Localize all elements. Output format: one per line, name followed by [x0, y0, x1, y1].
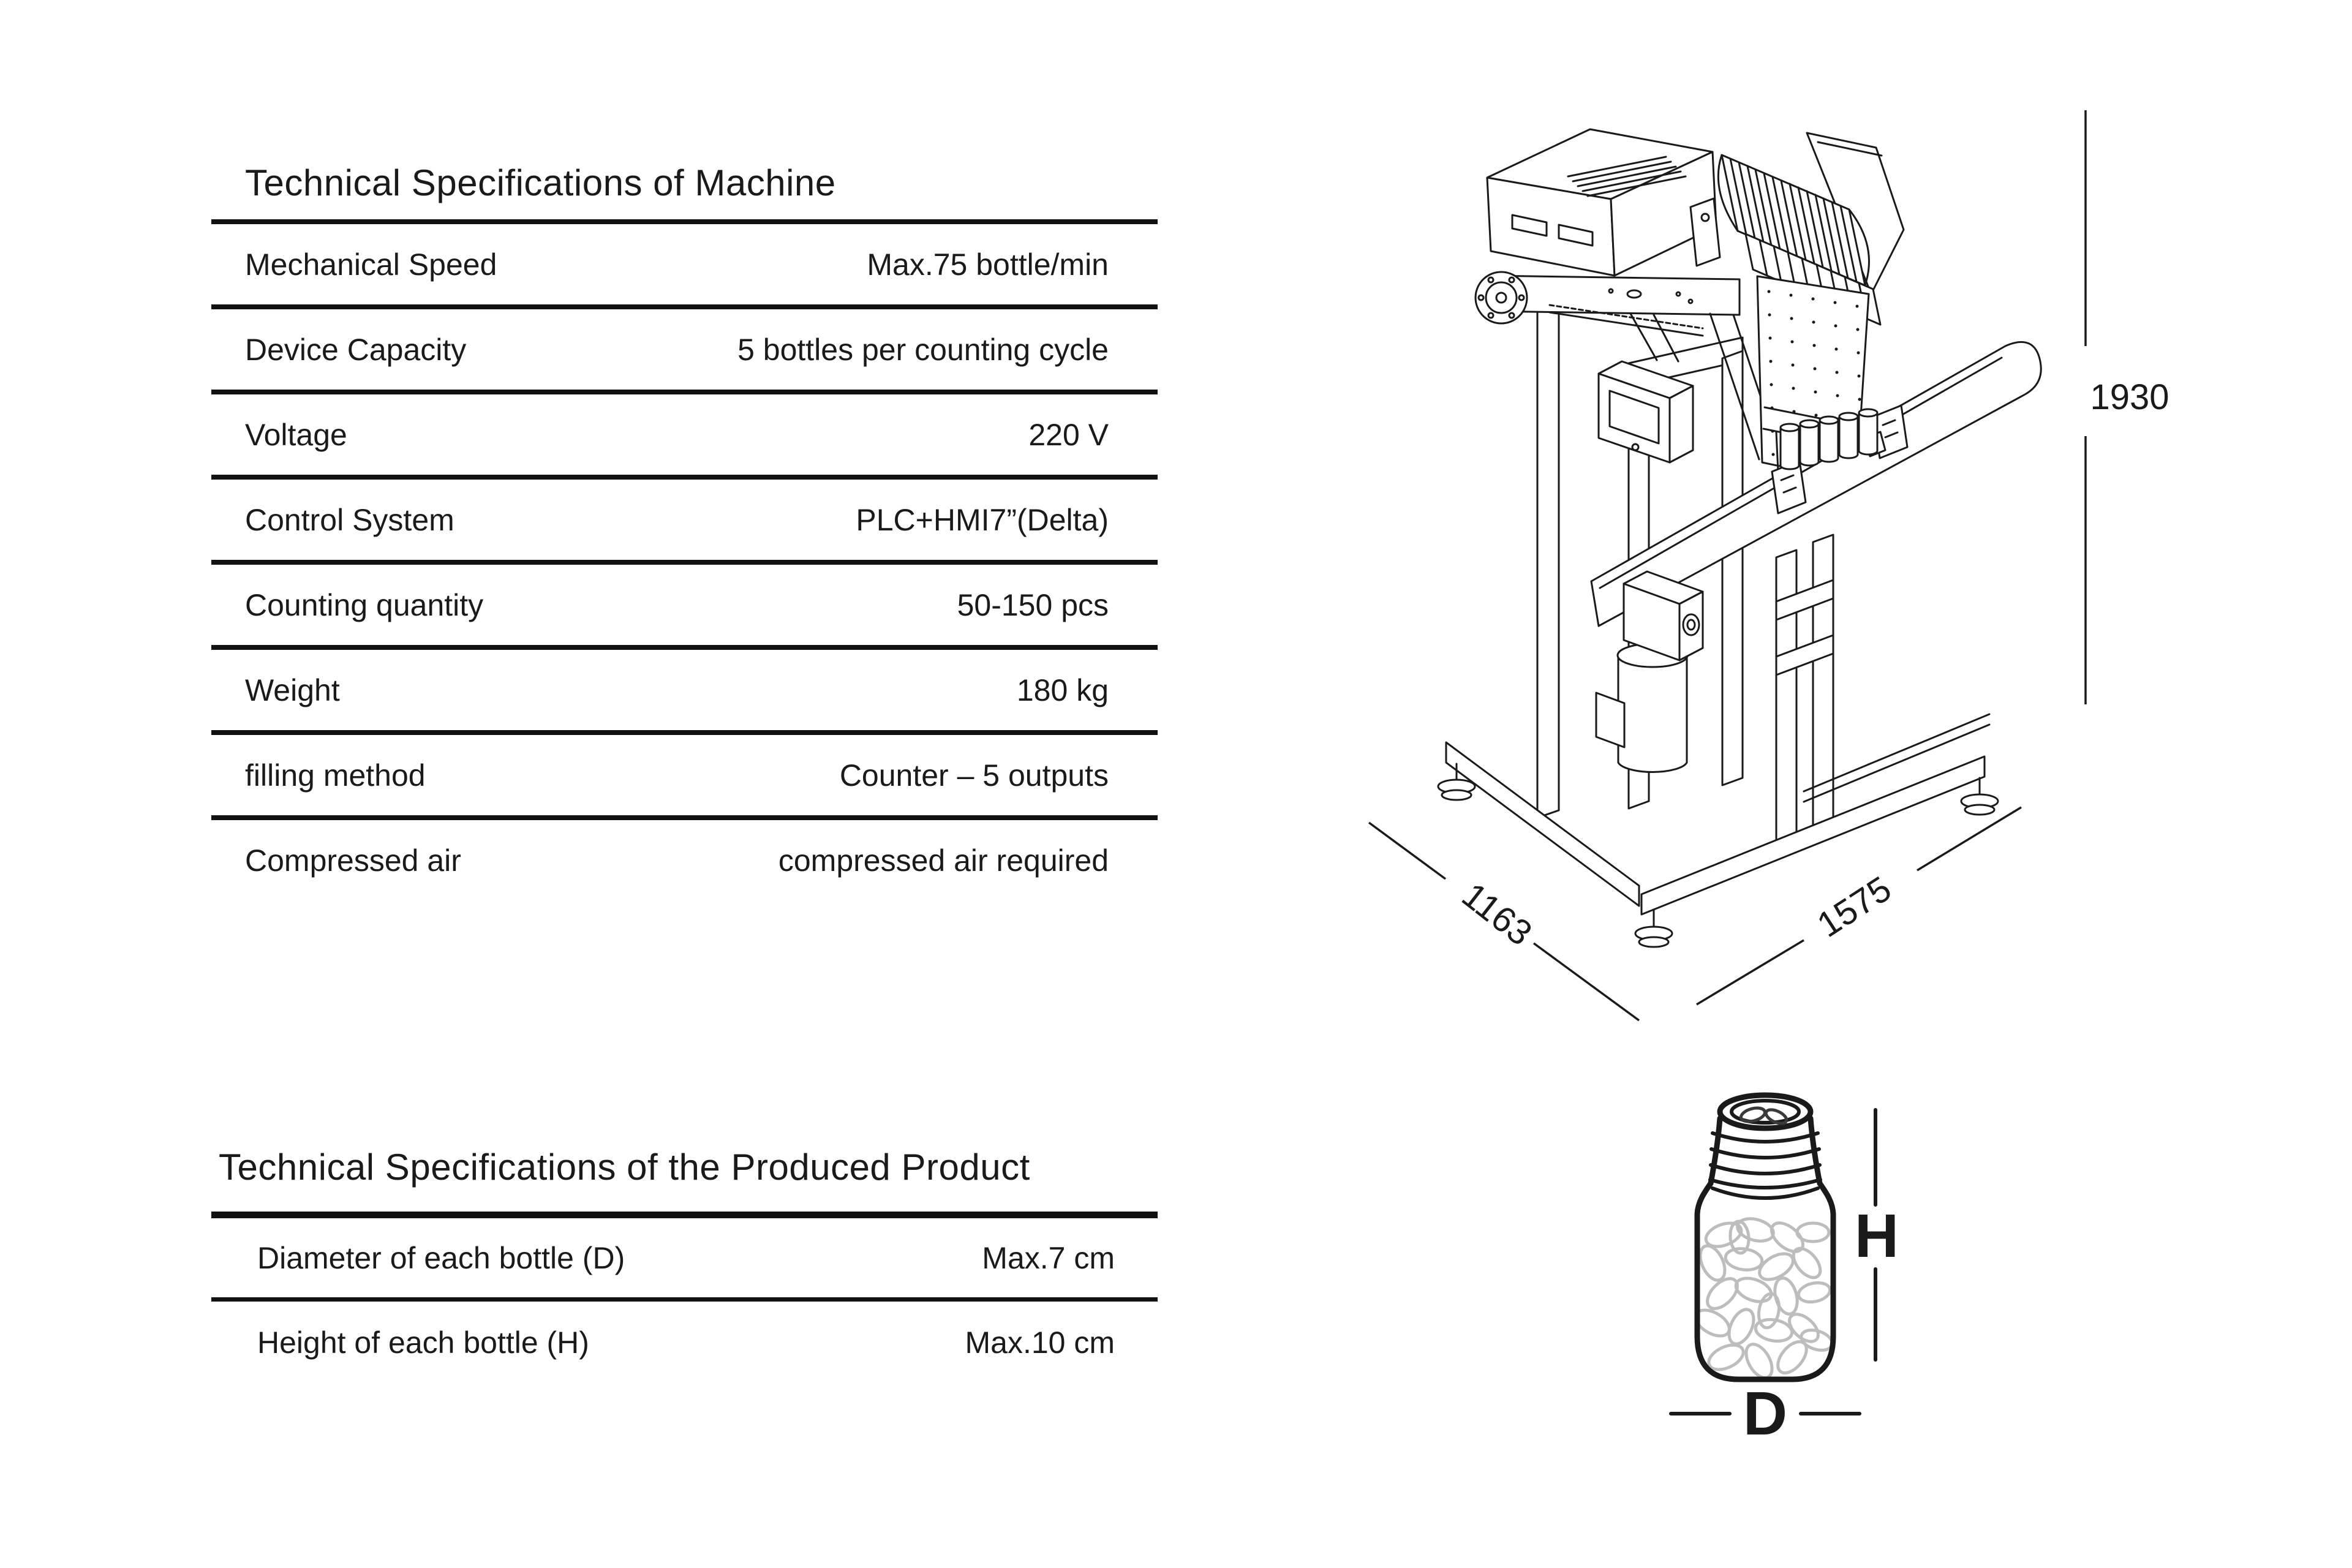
spec-row: filling method Counter – 5 outputs: [211, 730, 1158, 815]
product-specs-table: Technical Specifications of the Produced…: [211, 1123, 1158, 1383]
spec-value: Max.10 cm: [965, 1325, 1115, 1360]
hopper: [1486, 128, 1717, 277]
spec-row: Height of each bottle (H) Max.10 cm: [211, 1297, 1158, 1383]
machine-specs-title: Technical Specifications of Machine: [245, 162, 836, 203]
width-dimension: 1575: [1696, 806, 2022, 1006]
spec-value: Max.75 bottle/min: [867, 247, 1109, 282]
spec-value: PLC+HMI7”(Delta): [856, 502, 1109, 537]
spec-label: Device Capacity: [245, 332, 467, 367]
plate-perforations: [1767, 290, 1862, 464]
machine-specs-rows: Mechanical Speed Max.75 bottle/min Devic…: [211, 219, 1158, 900]
spec-label: Diameter of each bottle (D): [257, 1240, 625, 1275]
machine-base-legs: [1437, 741, 1999, 948]
spec-label: Voltage: [245, 417, 347, 452]
spec-value: 180 kg: [1016, 673, 1109, 707]
height-dimension: 1930: [2084, 110, 2169, 704]
spec-row: Voltage 220 V: [211, 390, 1158, 475]
spec-row: Compressed air compressed air required: [211, 815, 1158, 900]
jar-diameter-dimension: D: [1669, 1379, 1861, 1448]
machine-arm-hub: [1474, 271, 1781, 461]
spec-value: 5 bottles per counting cycle: [737, 332, 1109, 367]
bottle-dimension-drawing: H D: [1669, 1092, 1899, 1448]
product-specs-title: Technical Specifications of the Produced…: [219, 1147, 1030, 1188]
conveyor-brackets: [1771, 404, 1909, 514]
spec-row: Mechanical Speed Max.75 bottle/min: [211, 219, 1158, 304]
spec-value: 220 V: [1028, 417, 1109, 452]
outlet-bottles: [1779, 408, 1879, 470]
spec-label: Height of each bottle (H): [257, 1325, 589, 1360]
spec-value: Max.7 cm: [982, 1240, 1115, 1275]
depth-dimension-label: 1163: [1455, 875, 1539, 954]
spec-label: Weight: [245, 673, 340, 707]
spec-row: Diameter of each bottle (D) Max.7 cm: [211, 1212, 1158, 1297]
hmi-panel: [1597, 360, 1694, 464]
pills: [1697, 1217, 1833, 1379]
height-dimension-label: 1930: [2090, 377, 2169, 417]
spec-label: Mechanical Speed: [245, 247, 497, 282]
jar: [1694, 1092, 1836, 1382]
spec-row: Control System PLC+HMI7”(Delta): [211, 475, 1158, 560]
spec-value: 50-150 pcs: [957, 587, 1109, 622]
machine-specs-table: Technical Specifications of Machine Mech…: [211, 146, 1158, 900]
spec-label: filling method: [245, 758, 426, 793]
jar-height-label: H: [1855, 1202, 1899, 1270]
gear-motor: [1595, 570, 1704, 773]
spec-label: Control System: [245, 502, 454, 537]
jar-height-dimension: H: [1855, 1108, 1899, 1362]
spec-row: Counting quantity 50-150 pcs: [211, 560, 1158, 645]
spec-row: Weight 180 kg: [211, 645, 1158, 730]
spec-value: compressed air required: [778, 843, 1109, 878]
spec-value: Counter – 5 outputs: [839, 758, 1109, 793]
machine-isometric-drawing: 1930 1163 1575: [1368, 110, 2169, 1022]
spec-row: Device Capacity 5 bottles per counting c…: [211, 304, 1158, 390]
jar-diameter-label: D: [1743, 1379, 1787, 1448]
spec-label: Compressed air: [245, 843, 461, 878]
product-specs-rows: Diameter of each bottle (D) Max.7 cm Hei…: [211, 1212, 1158, 1383]
machine-frame: [1536, 298, 1991, 843]
spec-label: Counting quantity: [245, 587, 484, 622]
depth-dimension: 1163: [1368, 821, 1640, 1022]
width-dimension-label: 1575: [1811, 869, 1899, 945]
